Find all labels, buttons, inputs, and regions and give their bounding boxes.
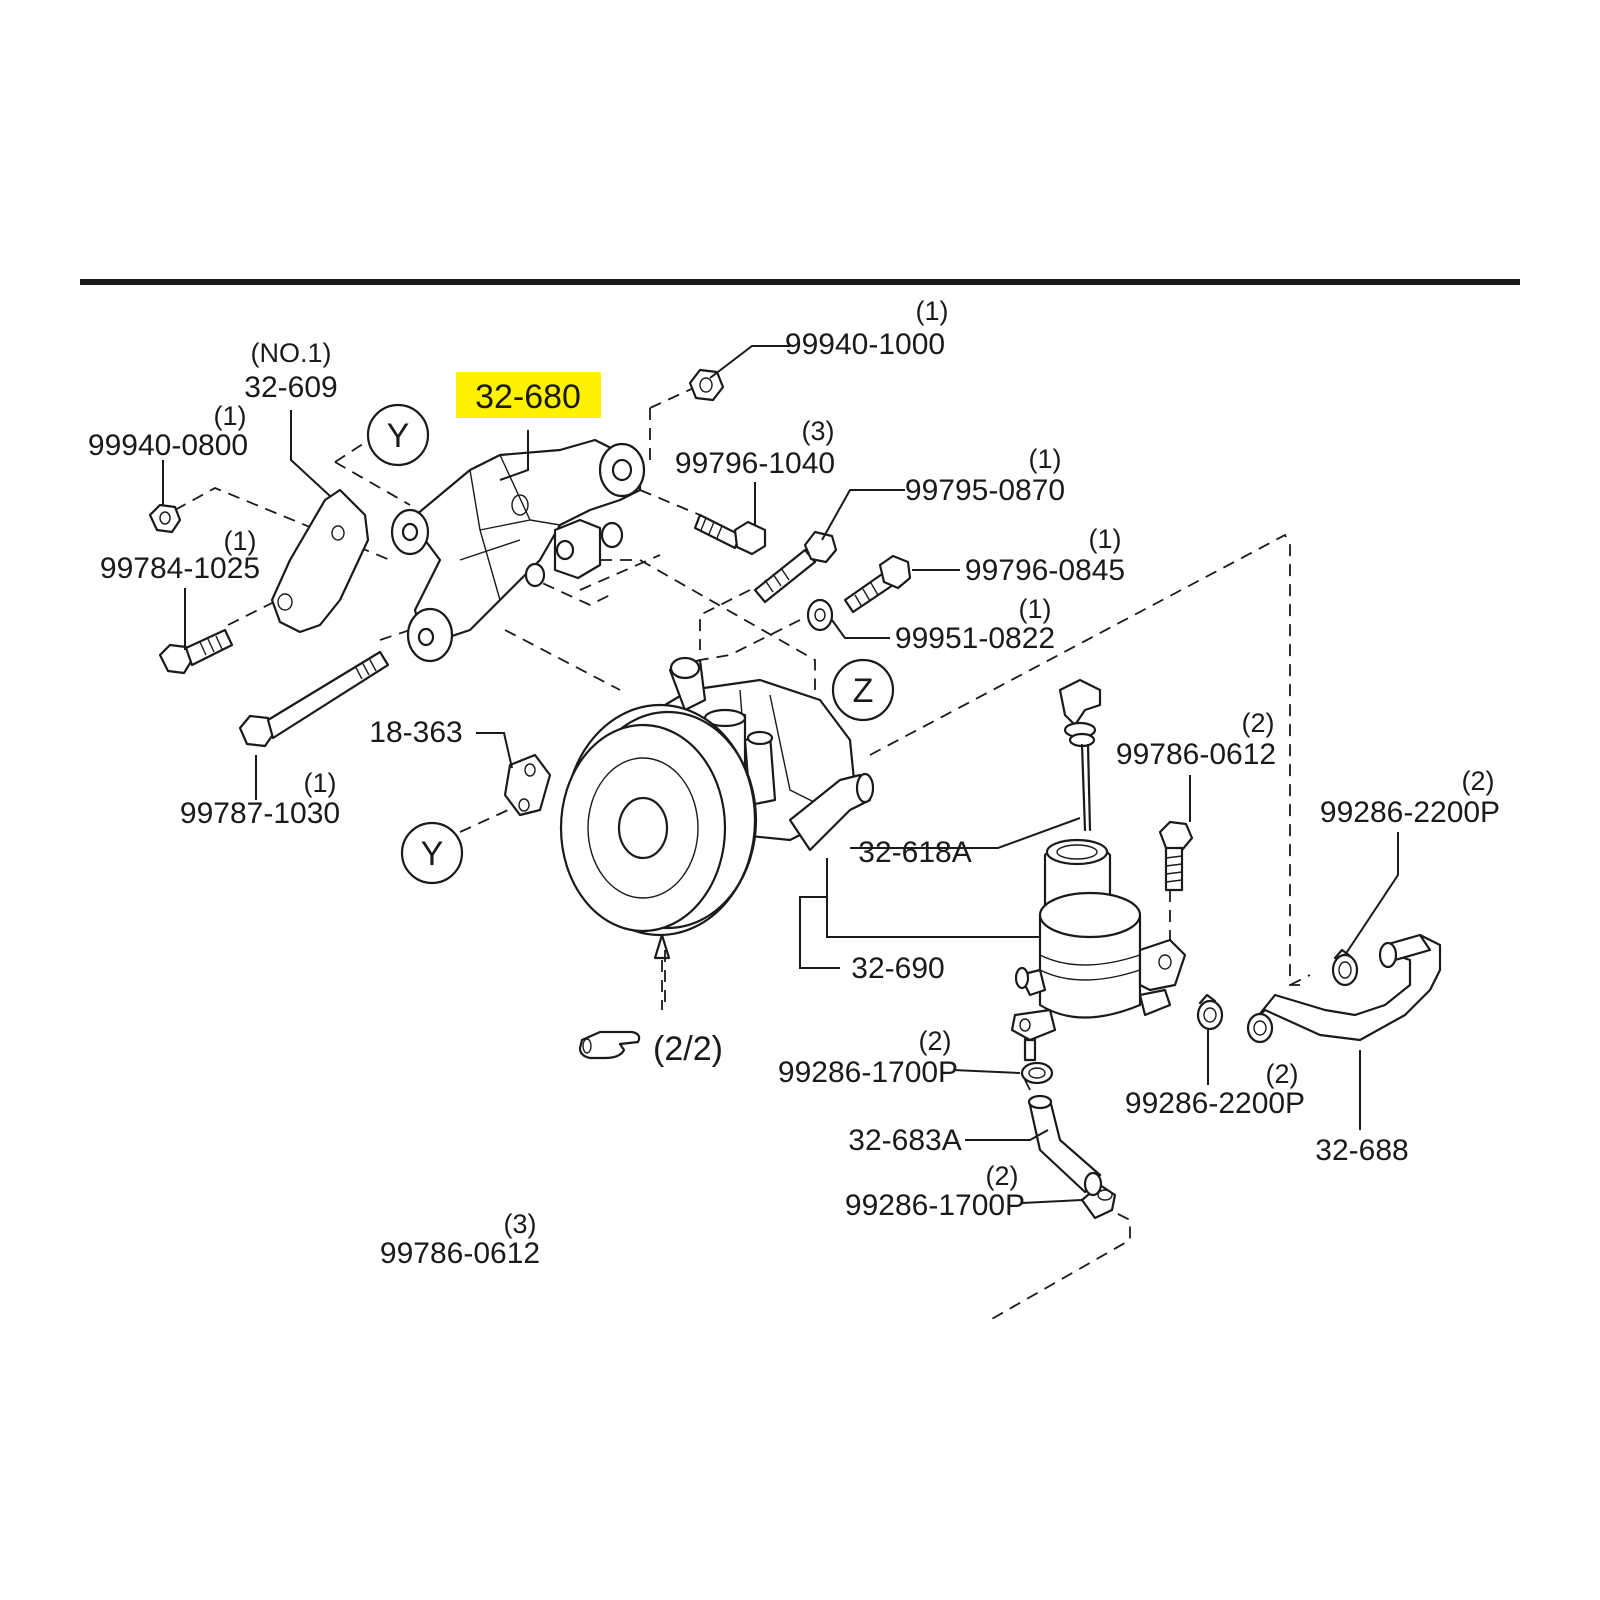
qty-99951-0822: (1): [1019, 594, 1052, 624]
qty-99940-1000: (1): [916, 296, 949, 326]
label-bracket-no1: (NO.1): [251, 338, 332, 368]
clamp-18-363[interactable]: [503, 753, 552, 817]
qty-99286-2200p-lower: (2): [1266, 1059, 1299, 1089]
qty-99787-1030: (1): [304, 768, 337, 798]
label-32-609: 32-609: [244, 371, 337, 404]
nut-99940-0800[interactable]: [148, 503, 182, 534]
bolt-99796-0845[interactable]: [843, 554, 912, 614]
svg-text:Z: Z: [853, 672, 874, 710]
label-99787-1030: 99787-1030: [180, 797, 340, 830]
marker-y-top: Y: [366, 403, 430, 467]
qty-99795-0870: (1): [1029, 444, 1062, 474]
label-32-688: 32-688: [1315, 1134, 1408, 1167]
reservoir-32-690[interactable]: [1010, 838, 1187, 1062]
label-18-363: 18-363: [369, 716, 462, 749]
clamp-99286-2200p-upper[interactable]: [1331, 948, 1359, 987]
label-99796-0845: 99796-0845: [965, 554, 1125, 587]
label-99286-2200p-lower: 99286-2200P: [1125, 1087, 1305, 1120]
label-99786-0612-lower: 99786-0612: [380, 1237, 540, 1270]
label-32-618a: 32-618A: [858, 836, 971, 869]
washer-99951-0822[interactable]: [806, 598, 834, 632]
label-99796-1040: 99796-1040: [675, 447, 835, 480]
page-ref-arrow: [653, 933, 671, 1010]
main-part-highlight: [456, 372, 601, 418]
reservoir-cap-32-618a[interactable]: [1058, 678, 1102, 832]
nut-99940-1000[interactable]: [688, 368, 725, 402]
qty-99796-0845: (1): [1089, 524, 1122, 554]
bolt-99787-1030[interactable]: [238, 650, 390, 748]
label-99786-0612-upper: 99786-0612: [1116, 738, 1276, 771]
qty-99784-1025: (1): [224, 526, 257, 556]
bracket-no1-plate[interactable]: [270, 488, 370, 634]
label-32-683a: 32-683A: [848, 1124, 961, 1157]
hose-32-688[interactable]: [1246, 933, 1442, 1044]
qty-99796-1040: (3): [802, 416, 835, 446]
bolt-99786-0612-upper[interactable]: [1158, 820, 1194, 892]
part-labels: (NO.1) 32-609 (1) 99940-0800 (1) 99784-1…: [88, 296, 1500, 1270]
label-99784-1025: 99784-1025: [100, 552, 260, 585]
label-99940-1000: 99940-1000: [785, 328, 945, 361]
page-ref-label: (2/2): [653, 1030, 723, 1068]
clamp-99286-1700p-upper[interactable]: [1020, 1061, 1054, 1085]
label-99951-0822: 99951-0822: [895, 622, 1055, 655]
hose-32-683a[interactable]: [1027, 1094, 1103, 1197]
qty-99940-0800: (1): [214, 401, 247, 431]
label-99286-1700p-upper: 99286-1700P: [778, 1056, 958, 1089]
label-99286-2200p-upper: 99286-2200P: [1320, 796, 1500, 829]
label-32-690: 32-690: [851, 952, 944, 985]
qty-99786-0612-upper: (2): [1242, 708, 1275, 738]
main-part-number[interactable]: 32-680: [475, 378, 581, 416]
bolt-99795-0870[interactable]: [753, 530, 838, 604]
power-steering-pump[interactable]: [559, 656, 875, 937]
bolt-99784-1025[interactable]: [158, 628, 234, 675]
label-99286-1700p-lower: 99286-1700P: [845, 1189, 1025, 1222]
qty-99286-1700p-upper: (2): [919, 1026, 952, 1056]
clamp-99286-2200p-lower[interactable]: [1196, 993, 1224, 1031]
svg-text:Y: Y: [421, 835, 444, 873]
pointing-hand-icon: [578, 1030, 641, 1060]
svg-text:Y: Y: [387, 417, 410, 455]
main-bracket-32-680[interactable]: [390, 438, 646, 663]
marker-y-bottom: Y: [400, 821, 464, 885]
label-99795-0870: 99795-0870: [905, 474, 1065, 507]
qty-99286-2200p-upper: (2): [1462, 766, 1495, 796]
label-99940-0800: 99940-0800: [88, 429, 248, 462]
qty-99786-0612-lower: (3): [504, 1209, 537, 1239]
marker-z: Z: [831, 658, 895, 722]
leader-lines: [162, 345, 1399, 1204]
bolt-99796-1040[interactable]: [693, 513, 767, 556]
qty-99286-1700p-lower: (2): [986, 1161, 1019, 1191]
